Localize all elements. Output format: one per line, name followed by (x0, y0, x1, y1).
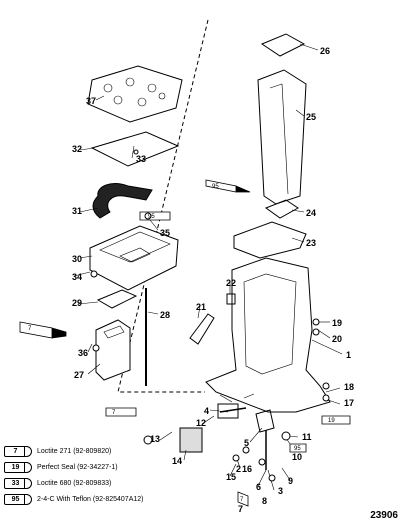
callout-25: 25 (306, 112, 316, 122)
gasket-26 (260, 33, 306, 57)
tube-icon: 33 (4, 478, 32, 489)
callout-13: 13 (150, 434, 160, 444)
callout-16: 16 (242, 464, 252, 474)
callout-18: 18 (344, 382, 354, 392)
callout-8: 8 (262, 496, 267, 506)
hardware (90, 149, 330, 482)
gasket-37 (87, 65, 183, 123)
housing-27 (95, 319, 131, 381)
callout-3: 3 (278, 486, 283, 496)
callout-35: 35 (160, 228, 170, 238)
callout-12: 12 (196, 418, 206, 428)
seal-32 (90, 131, 180, 167)
tube-code-label: 95 (148, 214, 155, 220)
callout-2: 2 (236, 464, 241, 474)
tube-icon: 95 (4, 494, 32, 505)
tube-code-label: 95 (294, 446, 301, 452)
callout-5: 5 (244, 438, 249, 448)
gasket-29 (96, 289, 138, 309)
callout-23: 23 (306, 238, 316, 248)
tube-code-label: 19 (328, 418, 335, 424)
callout-27: 27 (74, 370, 84, 380)
callout-33: 33 (136, 154, 146, 164)
callout-36: 36 (78, 348, 88, 358)
legend-text: 2-4-C With Teflon (92-825407A12) (37, 496, 144, 503)
exhaust-tube-25 (257, 69, 307, 205)
seal-31 (92, 183, 153, 219)
legend-row: 7 Loctite 271 (92-809820) (4, 444, 224, 460)
fitting-22 (226, 293, 236, 305)
anode-14 (179, 427, 203, 453)
sealant-tubes (19, 179, 351, 507)
adapter-plate-30 (89, 225, 179, 291)
sealant-legend: 7 Loctite 271 (92-809820) 19 Perfect Sea… (4, 444, 224, 508)
legend-text: Perfect Seal (92-34227-1) (37, 464, 118, 471)
callout-1: 1 (346, 350, 351, 360)
callout-9: 9 (288, 476, 293, 486)
callout-32: 32 (72, 144, 82, 154)
cover-5 (255, 409, 275, 433)
callout-37: 37 (86, 96, 96, 106)
callout-10: 10 (292, 452, 302, 462)
legend-row: 95 2-4-C With Teflon (92-825407A12) (4, 492, 224, 508)
callout-22: 22 (226, 278, 236, 288)
callout-15: 15 (226, 472, 236, 482)
legend-text: Loctite 680 (92-809833) (37, 480, 112, 487)
legend-text: Loctite 271 (92-809820) (37, 448, 112, 455)
callout-14: 14 (172, 456, 182, 466)
callout-30: 30 (72, 254, 82, 264)
callout-4: 4 (204, 406, 209, 416)
gasket-24 (264, 199, 299, 219)
tube-code-label: 95 (212, 184, 219, 190)
callout-31: 31 (72, 206, 82, 216)
tube-code-label: 7 (28, 326, 32, 332)
gasket-23 (233, 221, 307, 259)
callout-19: 19 (332, 318, 342, 328)
callout-7: 7 (238, 504, 243, 514)
callout-6: 6 (256, 482, 261, 492)
callout-21: 21 (196, 302, 206, 312)
legend-row: 19 Perfect Seal (92-34227-1) (4, 460, 224, 476)
callout-24: 24 (306, 208, 316, 218)
link-21 (189, 313, 215, 345)
legend-row: 33 Loctite 680 (92-809833) (4, 476, 224, 492)
callout-28: 28 (160, 310, 170, 320)
callout-26: 26 (320, 46, 330, 56)
assembly-dashed-line (117, 19, 209, 393)
tube-code-label: 7 (240, 497, 244, 503)
callout-34: 34 (72, 272, 82, 282)
callout-17: 17 (344, 398, 354, 408)
callout-11: 11 (302, 432, 312, 442)
tube-icon: 7 (4, 446, 32, 457)
tube-icon: 19 (4, 462, 32, 473)
callout-29: 29 (72, 298, 82, 308)
callout-20: 20 (332, 334, 342, 344)
figure-id: 23906 (370, 510, 398, 521)
driveshaft-housing-1 (205, 257, 331, 413)
tube-code-label: 7 (112, 410, 116, 416)
